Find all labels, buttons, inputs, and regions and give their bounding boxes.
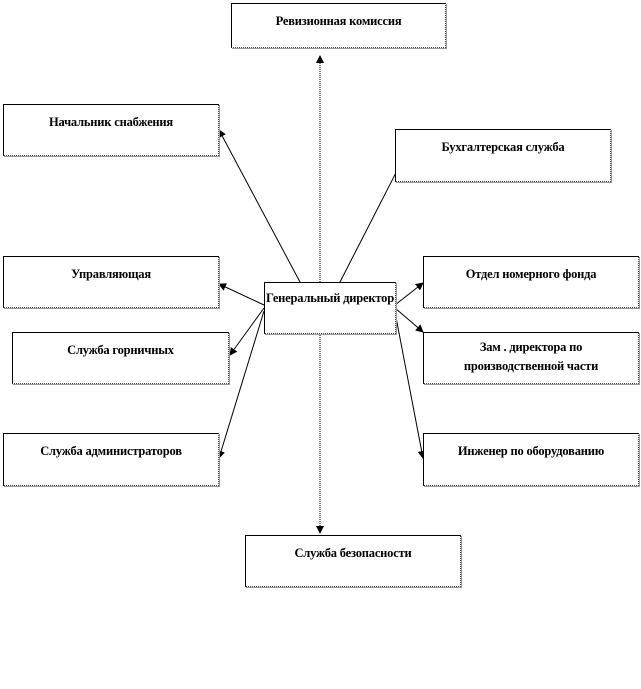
arrow-rooms	[394, 282, 424, 306]
arrow-deputy	[394, 307, 424, 333]
node-audit: Ревизионная комиссия	[231, 3, 446, 48]
arrow-admins	[217, 310, 265, 459]
node-supply: Начальник снабжения	[3, 104, 219, 156]
node-rooms: Отдел номерного фонда	[423, 256, 639, 308]
node-admins: Служба администраторов	[3, 433, 219, 486]
node-engineer: Инженер по оборудованию	[423, 433, 639, 486]
arrow-accounting	[339, 158, 404, 283]
node-manager: Управляющая	[3, 256, 219, 308]
node-deputy: Зам . директора по производственной част…	[423, 332, 639, 384]
arrow-engineer	[394, 311, 426, 459]
node-accounting: Бухгалтерская служба	[395, 129, 611, 182]
node-general-director: Генеральный директор	[264, 282, 396, 334]
arrow-manager	[218, 283, 265, 306]
node-maids: Служба горничных	[12, 332, 229, 384]
node-security: Служба безопасности	[245, 535, 461, 587]
arrow-maids	[229, 307, 265, 356]
arrow-supply	[218, 129, 301, 283]
